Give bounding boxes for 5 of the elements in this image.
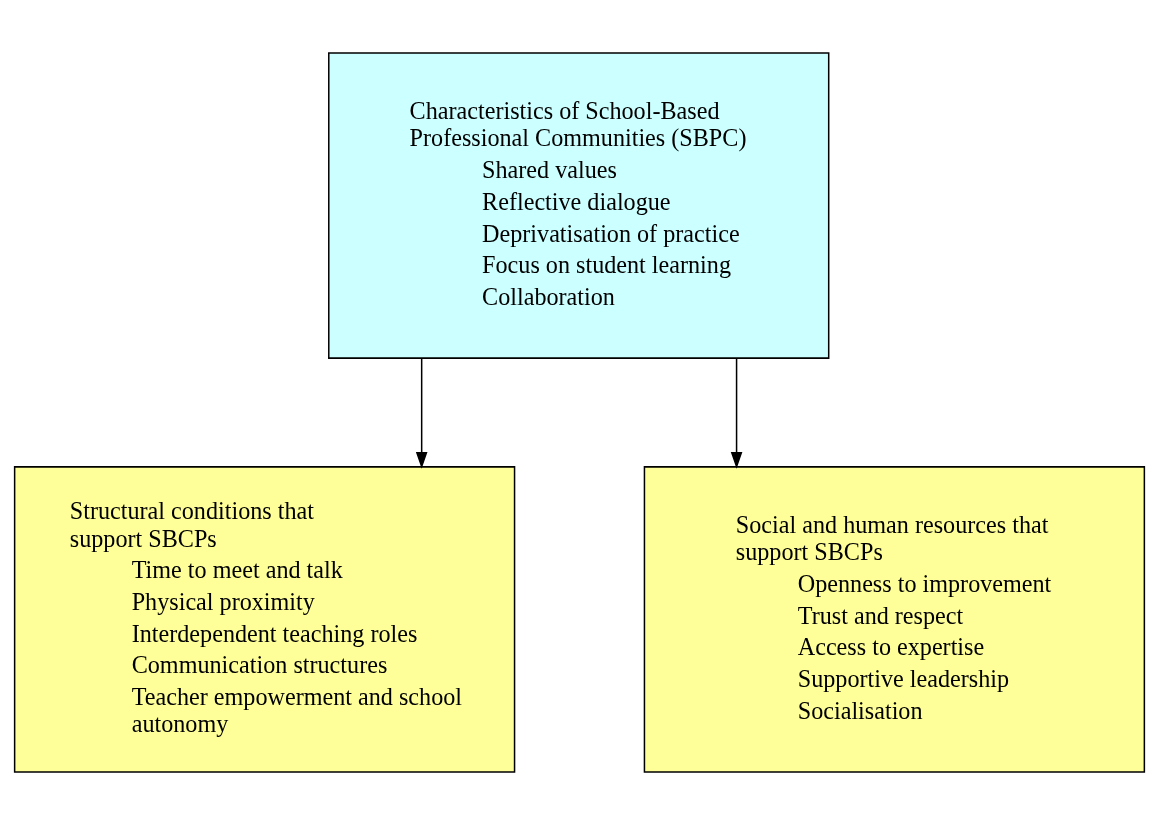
node-box: Social and human resources that support SBCPs Openness to improvement Trust and respect Access to expertise Supportive leadership Socialisation — [643, 466, 1146, 773]
node-box: Structural conditions that support SBCPs Time to meet and talk Physical proximity Interdependent teaching roles Communication structures Teacher empowerment and school autonomy — [13, 466, 516, 773]
node-box: Characteristics of School-Based Professional Communities (SBPC) Shared values Reflective dialogue Deprivatisation of practice Focus on student learning Collaboration — [328, 52, 830, 359]
arrow — [730, 357, 743, 469]
arrow — [415, 357, 428, 469]
